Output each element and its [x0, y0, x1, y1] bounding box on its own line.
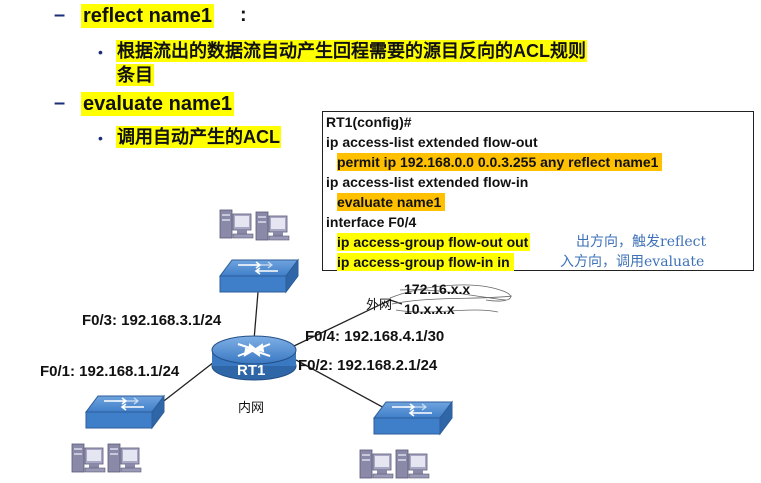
- label-f0-3: F0/3: 192.168.3.1/24: [82, 312, 222, 329]
- config-line-prompt: RT1(config)#: [326, 114, 412, 130]
- link-rt1-top-switch: [253, 291, 259, 341]
- config-line-evaluate: evaluate name1: [337, 193, 446, 211]
- label-outer-network: 外网: [366, 298, 393, 313]
- pc-right-1: [359, 449, 394, 479]
- sub-bullet-1: •: [98, 44, 103, 60]
- pc-left-1: [71, 443, 106, 473]
- config-line-group-out: ip access-group flow-out out: [337, 233, 531, 251]
- pc-right-2: [395, 449, 430, 479]
- pc-left-2: [107, 443, 142, 473]
- label-outer-addr-1: 172.16.x.x: [404, 281, 471, 297]
- switch-right: [373, 401, 453, 435]
- router-label: RT1: [237, 362, 266, 379]
- reflect-command: reflect name1: [81, 4, 214, 28]
- dash-1: –: [54, 4, 66, 26]
- pc-top-2: [255, 211, 290, 241]
- link-rt1-left-switch: [159, 361, 215, 405]
- label-f0-4: F0/4: 192.168.4.1/30: [305, 328, 445, 345]
- config-box: RT1(config)# ip access-list extended flo…: [322, 111, 754, 271]
- evaluate-command: evaluate name1: [81, 92, 234, 116]
- label-f0-2: F0/2: 192.168.2.1/24: [298, 357, 438, 374]
- switch-left: [85, 395, 165, 429]
- config-line-acl-in: ip access-list extended flow-in: [326, 174, 529, 190]
- config-line-interface: interface F0/4: [326, 214, 417, 230]
- switch-top: [219, 259, 299, 293]
- note-in-direction: 入方向，调用evaluate: [560, 254, 705, 270]
- label-outer-addr-2: 10.x.x.x: [404, 301, 455, 317]
- link-rt1-right-switch: [295, 359, 389, 411]
- outer-network-cloud: [389, 284, 513, 313]
- config-line-permit-reflect: permit ip 192.168.0.0 0.0.3.255 any refl…: [337, 153, 663, 171]
- config-line-group-in: ip access-group flow-in in: [337, 253, 514, 271]
- reflect-colon: :: [240, 4, 247, 26]
- note-out-direction: 出方向，触发reflect: [576, 234, 707, 250]
- dash-2: –: [54, 92, 66, 114]
- label-f0-1: F0/1: 192.168.1.1/24: [40, 363, 180, 380]
- evaluate-desc: 调用自动产生的ACL: [116, 126, 281, 148]
- label-inner-network: 内网: [238, 401, 265, 416]
- reflect-desc-line1: 根据流出的数据流自动产生回程需要的源目反向的ACL规则: [116, 40, 587, 62]
- reflect-desc-line2: 条目: [116, 64, 154, 86]
- pc-top-1: [219, 209, 254, 239]
- router-rt1: [211, 335, 297, 381]
- config-line-acl-out: ip access-list extended flow-out: [326, 134, 538, 150]
- sub-bullet-2: •: [98, 130, 103, 146]
